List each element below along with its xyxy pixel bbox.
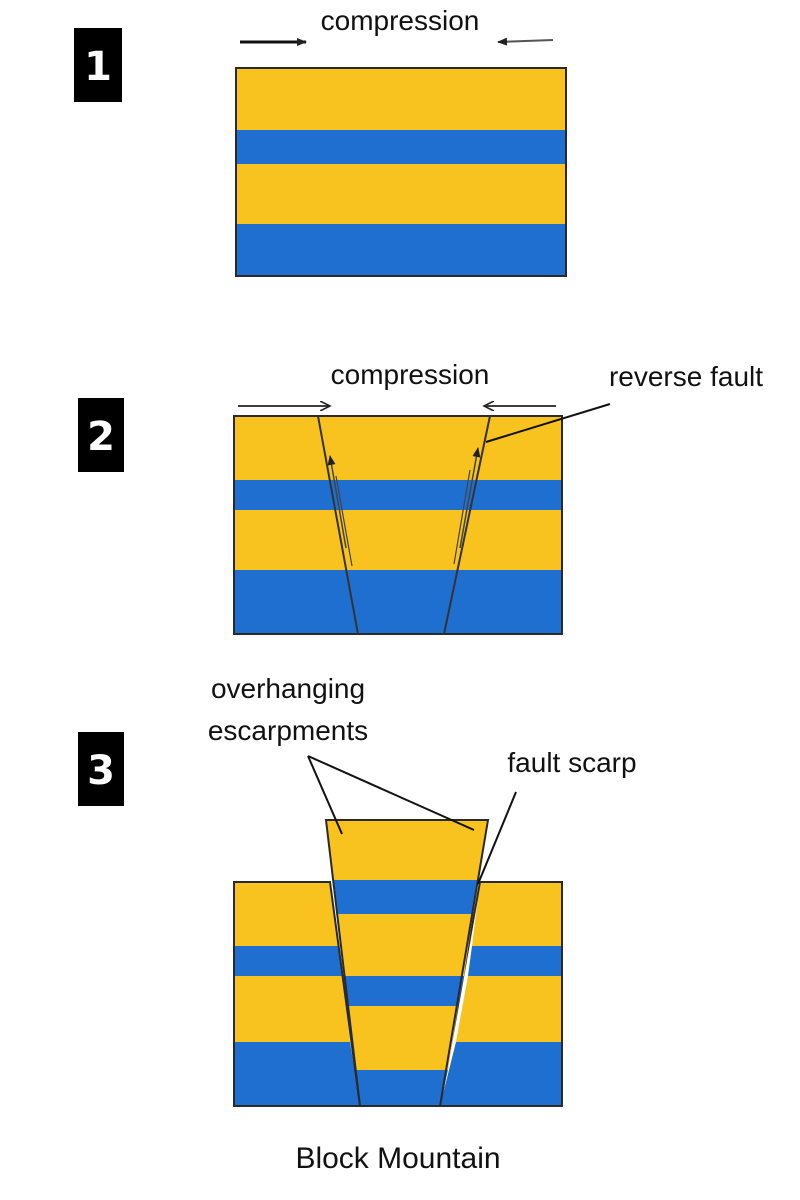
step-1-yellow-layer-top [236, 68, 566, 130]
step-3-number: 3 [87, 748, 115, 794]
step-3-fault-scarp-pointer [477, 791, 517, 885]
step-3-overhanging-pointer-left [307, 755, 343, 835]
step-1-yellow-layer-lower [236, 164, 566, 224]
step-2-yellow-layer-top [234, 416, 562, 480]
step-2-yellow-layer-lower [234, 510, 562, 570]
step-1-blue-layer-bottom [236, 224, 566, 276]
step-1-badge [74, 28, 122, 102]
step-3-badge [78, 732, 124, 806]
step-1-compression-label: compression [321, 5, 480, 36]
step-1-strata [235, 67, 567, 277]
step-2-blue-layer-upper [234, 480, 562, 510]
diagram-caption: Block Mountain [295, 1142, 500, 1175]
step-2-fault-motion-arrow-right-b [453, 469, 471, 565]
step-3-uplifted-block [324, 819, 490, 1107]
step-2-reverse-fault-pointer [485, 403, 611, 443]
step-3-overhanging-pointer-right [307, 755, 475, 831]
step-3-overhanging-label-line1: overhanging [211, 673, 365, 704]
step-2-badge [78, 398, 124, 472]
step-2-block-outline [233, 415, 563, 635]
step-2-number: 2 [87, 414, 115, 460]
step-1-block-outline [235, 67, 567, 277]
step-2-fault-motion-arrow-left [327, 455, 347, 549]
step-2-fault-motion-arrow-left-b [335, 475, 353, 567]
step-1-blue-layer-upper [236, 130, 566, 164]
step-3-fault-scarp-label: fault scarp [507, 747, 636, 778]
step-2-compression-label: compression [331, 359, 490, 390]
step-2-blue-layer-bottom [234, 570, 562, 634]
step-3-right-block [438, 881, 563, 1107]
step-2-fault-line-left [317, 415, 359, 635]
step-2-fault-line-right [443, 415, 491, 635]
step-2-reverse-fault-label: reverse fault [609, 361, 763, 392]
step-3-overhanging-label-line2: escarpments [208, 715, 368, 746]
step-1-number: 1 [84, 44, 112, 90]
step-3: 3 overhanging escar [78, 673, 637, 1107]
step-2-fault-motion-arrow-right [459, 447, 481, 549]
step-2-strata [233, 415, 563, 635]
step-1-compression-arrow-right [497, 37, 554, 46]
step-2: 2 compression reverse fault [78, 359, 763, 635]
step-1: 1 compression [74, 5, 567, 277]
